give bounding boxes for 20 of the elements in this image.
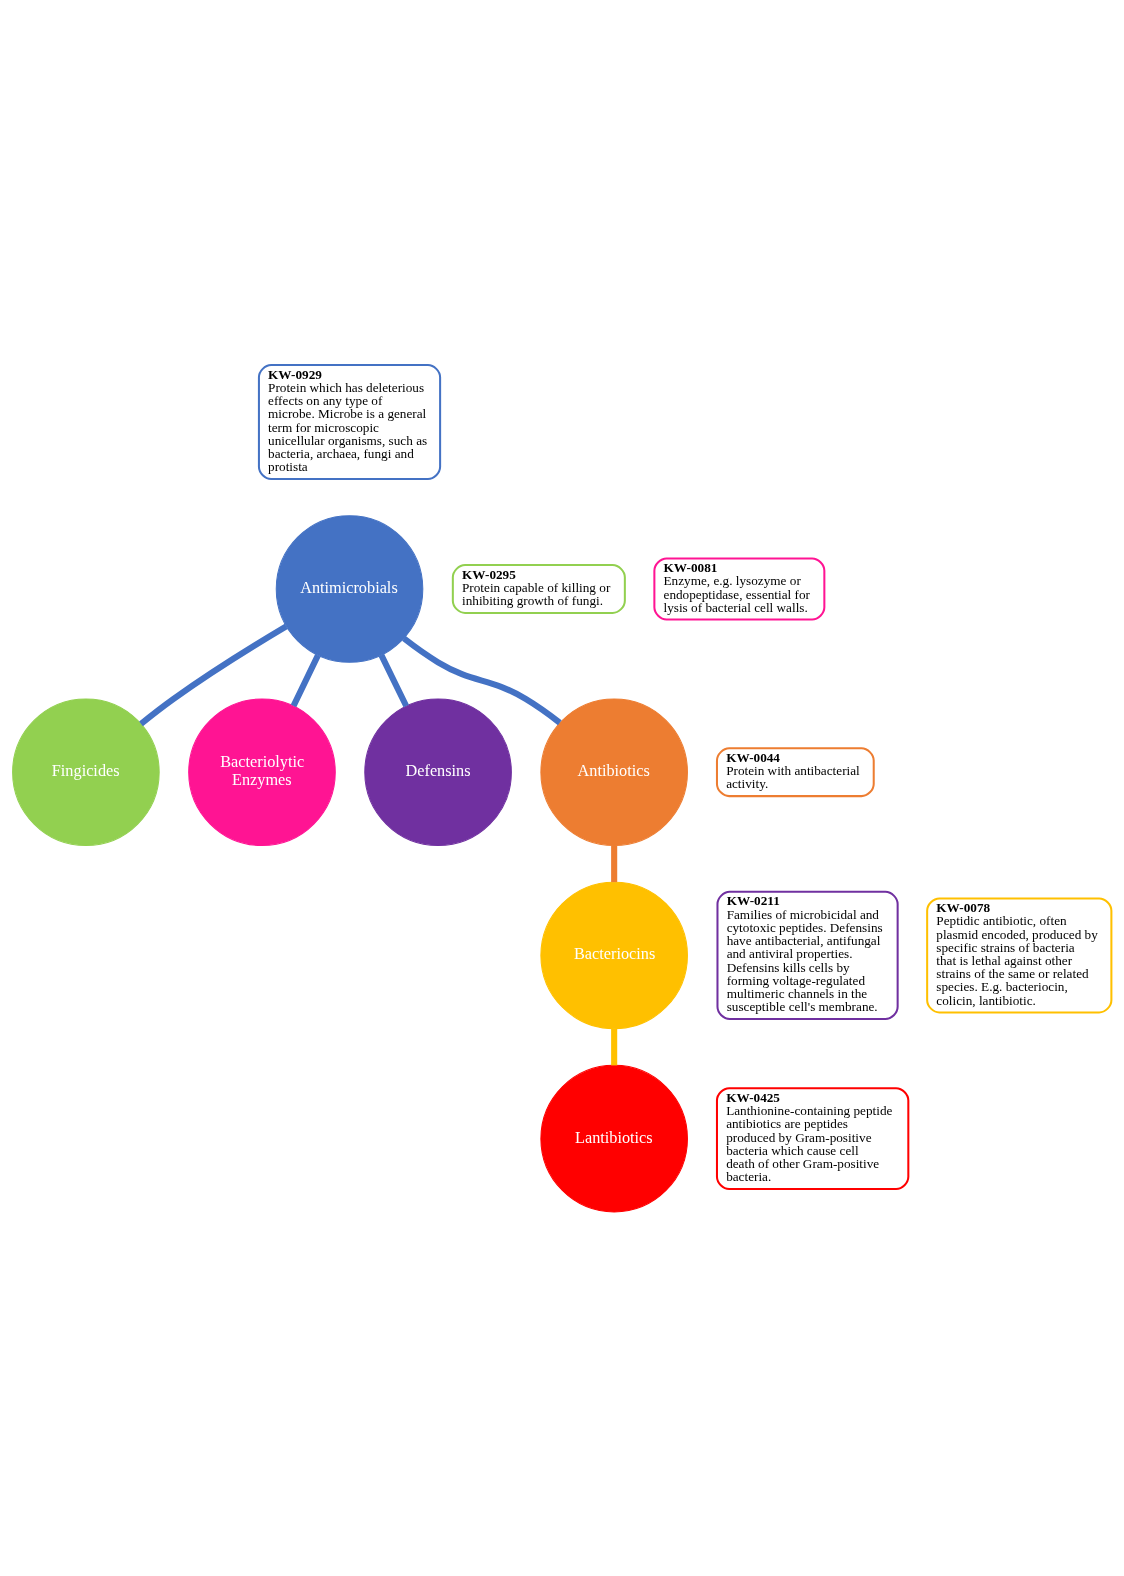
node-circle: Antibiotics [540, 697, 688, 846]
node-box: KW-0044 Protein with antibacterial activity. [715, 746, 875, 797]
node-box: KW-0425 Lanthionine-containing peptide antibiotics are peptides produced by Gram-positive bacteria which cause cell death of other Gram-positive bacteria. [715, 1086, 910, 1190]
node-box: KW-0929 Protein which has deleterious effects on any type of microbe. Microbe is a general term for microscopic unicellular organisms, such as bacteria, archaea, fungi and protista [257, 363, 442, 480]
node-box: KW-0295 Protein capable of killing or inhibiting growth of fungi. [451, 563, 626, 614]
node-circle: Antimicrobials [275, 514, 424, 663]
connector [378, 653, 409, 707]
node-box: KW-0081 Enzyme, e.g. lysozyme or endopeptidase, essential for lysis of bacterial cell walls. [653, 556, 826, 621]
node-circle: Bacteriolytic Enzymes [188, 697, 336, 846]
node-circle: Defensins [364, 697, 512, 846]
connector [290, 653, 321, 707]
connector [139, 623, 288, 726]
node-box: KW-0211 Families of microbicidal and cytotoxic peptides. Defensins have antibacterial, antifungal and antiviral properties. Defensins kills cells by forming voltage-regulated multimeric channels in the susceptible cell's membrane. [716, 890, 899, 1020]
connector [402, 635, 562, 725]
node-box: KW-0078 Peptidic antibiotic, often plasmid encoded, produced by specific strains of bacteria that is lethal against other strains of the same or related species. E.g. bacteriocin, colicin, lantibiotic. [926, 896, 1113, 1013]
node-circle: Bacteriocins [540, 881, 688, 1029]
node-circle: Fingicides [12, 697, 160, 846]
node-circle: Lantibiotics [540, 1064, 688, 1212]
connector [611, 1028, 618, 1065]
connector [611, 845, 618, 882]
